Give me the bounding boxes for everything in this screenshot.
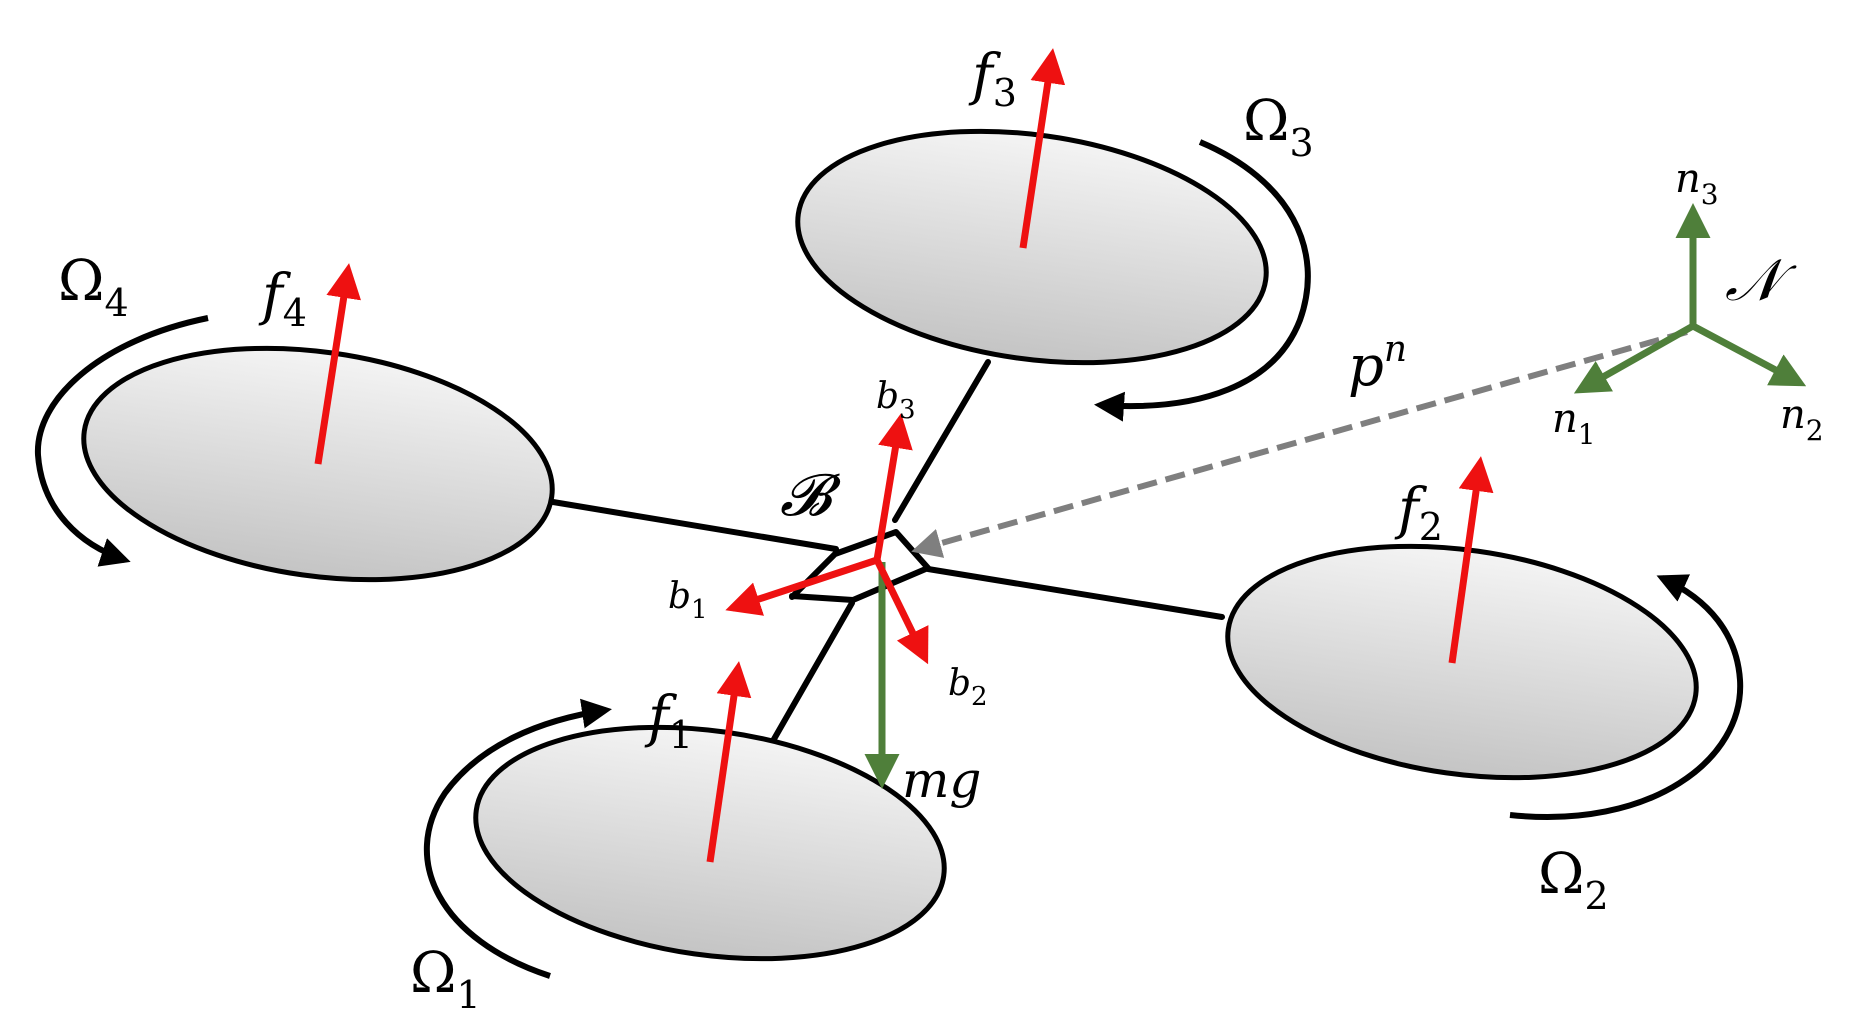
arm-rotor-3 (892, 359, 991, 523)
inertial-frame-label: 𝒩 (1725, 246, 1797, 314)
omega1-label: Ω1 (410, 941, 481, 1017)
b2-axis (873, 558, 929, 665)
arm-rotor-2 (925, 566, 1225, 620)
b1-label: b1 (668, 576, 708, 625)
body-frame-label: 𝓑 (780, 461, 842, 529)
inertial-axes (1573, 203, 1807, 394)
b3-label: b3 (876, 376, 916, 425)
b3-axis (873, 413, 913, 561)
body-axes (725, 413, 929, 665)
n1-label: n1 (1552, 396, 1596, 451)
f4-arrow (314, 263, 362, 465)
omega2-label: Ω2 (1538, 842, 1609, 918)
n1-axis (1573, 322, 1695, 394)
position-label: pn (1348, 329, 1407, 399)
f3-label: f3 (968, 43, 1017, 115)
arm-rotor-1 (759, 600, 855, 763)
f2-label: f2 (1394, 477, 1443, 549)
f4-label: f4 (258, 263, 307, 335)
b1-axis (725, 556, 879, 616)
n2-axis (1691, 322, 1807, 387)
omega-4-arrow (34, 315, 209, 567)
f1-label: f1 (644, 685, 693, 757)
omega3-label: Ω3 (1243, 89, 1314, 165)
b2-label: b2 (948, 663, 988, 712)
arm-rotor-4 (550, 499, 839, 552)
omega-1-arrow (423, 698, 612, 979)
f2-arrow (1448, 456, 1494, 664)
thrust-vectors (314, 48, 1494, 863)
omega-2-arrow (1509, 574, 1744, 820)
f3-arrow (1019, 48, 1066, 249)
rotation-arrows (34, 139, 1744, 979)
f1-arrow (706, 661, 752, 863)
rotor-3 (795, 128, 1269, 366)
position-vector-arrow (911, 329, 1688, 558)
omega4-label: Ω4 (58, 249, 129, 325)
gravity-label: mg (902, 751, 981, 809)
rotor-2 (1225, 543, 1699, 781)
n3-label: n3 (1675, 156, 1719, 211)
n2-label: n2 (1780, 392, 1824, 447)
omega-3-arrow (1094, 139, 1311, 422)
arms (550, 359, 1225, 763)
